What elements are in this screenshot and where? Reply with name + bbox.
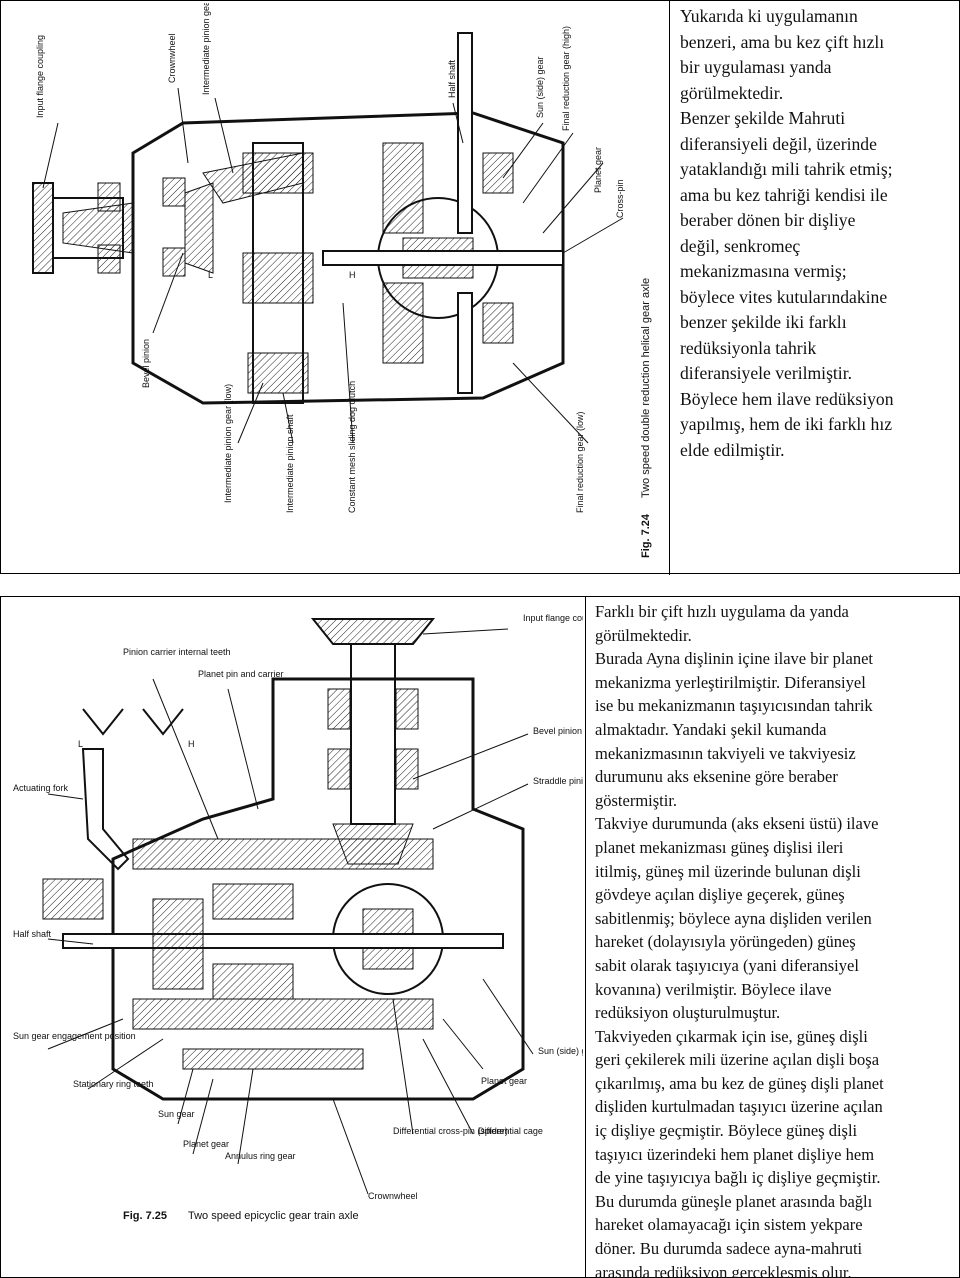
label-planet-gear: Planet gear: [593, 147, 603, 193]
text-line: sabitlenmiş; böylece ayna dişliden veril…: [595, 908, 872, 928]
text-line: diferansiyeli değil, üzerinde: [680, 133, 877, 154]
label-intermediate-high: Intermediate pinion gear (high): [201, 3, 211, 95]
label-sun-side-gear: Sun (side) gear: [538, 1046, 583, 1056]
figure-7-25-diagram: Input flange coupling Pinion carrier int…: [3, 599, 583, 1277]
text-line: almaktadır. Yandaki şekil kumanda: [595, 719, 827, 739]
fig-7-24-number: Fig. 7.24: [640, 513, 652, 558]
label-intermediate-shaft: Intermediate pinion shaft: [285, 414, 295, 513]
text-line: iç dişliye geçmiştir. Böylece güneş dişl…: [595, 1121, 858, 1141]
bottom-panel: Input flange coupling Pinion carrier int…: [0, 596, 960, 1278]
text-line: gövdeye açılan dişliye geçerek, güneş: [595, 885, 845, 905]
text-line: benzeri, ama bu kez çift hızlı: [680, 31, 885, 52]
label-crownwheel: Crownwheel: [368, 1191, 418, 1201]
label-stationary-ring: Stationary ring teeth: [73, 1079, 154, 1089]
gear-axle-drawing: Input flange coupling Crownwheel Interme…: [32, 3, 652, 558]
label-half-shaft: Half shaft: [447, 59, 457, 98]
text-line: arasında redüksiyon gerçekleşmiş olur.: [595, 1262, 852, 1278]
text-line: ise bu mekanizmanın taşıyıcısından tahri…: [595, 696, 873, 716]
text-line: Yukarıda ki uygulamanın: [680, 6, 858, 26]
text-line: planet mekanizması güneş dişlisi ileri: [595, 837, 844, 857]
text-line: beraber dönen bir dişliye: [680, 210, 856, 230]
fig-7-24-caption: Two speed double reduction helical gear …: [640, 278, 652, 498]
text-line: Farklı bir çift hızlı uygulama da yanda: [595, 602, 849, 621]
label-bevel-pinion: Bevel pinion: [533, 726, 582, 736]
label-input-flange: Input flange coupling: [35, 35, 45, 118]
text-line: Takviyeden çıkarmak için ise, güneş dişl…: [595, 1026, 868, 1046]
text-line: benzer şekilde iki farklı: [680, 312, 847, 332]
text-line: yapılmış, hem de iki farklı hız: [680, 414, 893, 434]
text-line: döner. Bu durumda sadece ayna-mahruti: [595, 1239, 863, 1259]
label-h-mark: H: [188, 739, 195, 749]
text-line: ama bu kez tahriği kendisi ile: [680, 184, 888, 205]
label-intermediate-low: Intermediate pinion gear (low): [223, 384, 233, 503]
text-line: durumunu aks eksenine göre beraber: [595, 767, 838, 787]
label-h-mark: H: [349, 270, 356, 280]
label-cross-pin: Cross-pin: [615, 179, 625, 218]
column-divider: [585, 597, 586, 1278]
fig-7-25-number: Fig. 7.25: [123, 1210, 167, 1222]
label-planet-pin-carrier: Planet pin and carrier: [198, 669, 284, 679]
text-line: sabit olarak taşıyıcıya (yani diferansiy…: [595, 955, 859, 975]
text-line: göstermiştir.: [595, 790, 678, 810]
label-sun-engagement: Sun gear engagement position: [13, 1031, 136, 1041]
label-half-shaft: Half shaft: [13, 929, 52, 939]
label-dog-clutch: Constant mesh sliding dog clutch: [347, 381, 357, 513]
label-planet-gear-left: Planet gear: [183, 1139, 229, 1149]
text-line: kovanına) verilmiştir. Böylece ilave: [595, 979, 832, 999]
text-line: hareket olamayacağı için sistem yekpare: [595, 1215, 863, 1235]
text-line: mekanizma yerleştirilmiştir. Diferansiye…: [595, 672, 866, 692]
epicyclic-axle-drawing: Input flange coupling Pinion carrier int…: [13, 613, 583, 1222]
label-l-mark: L: [208, 270, 213, 280]
text-line: bir uygulaması yanda: [680, 57, 832, 77]
label-pinion-carrier: Pinion carrier internal teeth: [123, 647, 231, 657]
text-line: elde edilmiştir.: [680, 439, 785, 460]
text-line: taşıyıcı üzerindeki hem planet dişliye h…: [595, 1144, 875, 1164]
label-sun-gear: Sun gear: [158, 1109, 195, 1119]
text-line: Burada Ayna dişlinin içine ilave bir pla…: [595, 649, 873, 669]
label-diff-cage: Differential cage: [478, 1126, 543, 1136]
label-actuating-fork: Actuating fork: [13, 783, 69, 793]
text-line: böylece vites kutularındakine: [680, 286, 888, 307]
text-line: değil, senkromeç: [680, 235, 801, 256]
text-line: diferansiyele verilmiştir.: [680, 363, 852, 383]
label-straddle: Straddle pinion support bearing: [533, 776, 583, 786]
text-line: de yine taşıyıcıya bağlı iç dişliye geçm…: [595, 1168, 881, 1188]
label-planet-gear-right: Planet gear: [481, 1076, 527, 1086]
text-line: geri çekilerek mili üzerine açılan dişli…: [595, 1050, 880, 1070]
text-line: görülmektedir.: [595, 625, 692, 645]
label-bevel-pinion: Bevel pinion: [141, 339, 151, 388]
text-line: mekanizmasına vermiş;: [680, 261, 847, 281]
label-sun-side-gear: Sun (side) gear: [535, 56, 545, 118]
figure-7-24-diagram: Input flange coupling Crownwheel Interme…: [3, 3, 667, 573]
label-crownwheel: Crownwheel: [167, 33, 177, 83]
top-panel: Input flange coupling Crownwheel Interme…: [0, 0, 960, 575]
text-line: mekanizmasının takviyeli ve takviyesiz: [595, 743, 856, 763]
column-divider: [669, 1, 670, 575]
text-line: dişliden kurtulmadan taşıyıcı üzerine aç…: [595, 1097, 883, 1117]
text-line: görülmektedir.: [680, 82, 784, 103]
text-line: çıkarılmış, ama bu kez de güneş dişli pl…: [595, 1073, 884, 1093]
text-line: Bu durumda güneşle planet arasında bağlı: [595, 1191, 873, 1211]
text-line: hareket (dolayısıyla yörüngeden) güneş: [595, 932, 856, 952]
label-diff-cross-pin: Differential cross-pin (spider): [393, 1126, 508, 1136]
text-line: redüksiyon oluşturulmuştur.: [595, 1003, 781, 1023]
label-input-flange: Input flange coupling: [523, 613, 583, 623]
text-line: Benzer şekilde Mahruti: [680, 108, 846, 128]
text-line: itilmiş, güneş mil üzerinde bulunan dişl…: [595, 861, 861, 881]
fig-7-25-caption: Two speed epicyclic gear train axle: [188, 1210, 359, 1222]
text-column-bottom: Farklı bir çift hızlı uygulama da yanda …: [595, 600, 955, 1278]
label-final-low: Final reduction gear (low): [575, 411, 585, 513]
text-line: Böylece hem ilave redüksiyon: [680, 388, 894, 409]
text-line: yataklandığı mili tahrik etmiş;: [680, 159, 893, 179]
label-l-mark: L: [78, 739, 83, 749]
text-line: redüksiyonla tahrik: [680, 337, 817, 358]
label-final-high: Final reduction gear (high): [561, 26, 571, 131]
text-line: Takviye durumunda (aks ekseni üstü) ilav…: [595, 814, 879, 834]
label-annulus: Annulus ring gear: [225, 1151, 296, 1161]
text-column-top: Yukarıda ki uygulamanın benzeri, ama bu …: [680, 4, 950, 463]
